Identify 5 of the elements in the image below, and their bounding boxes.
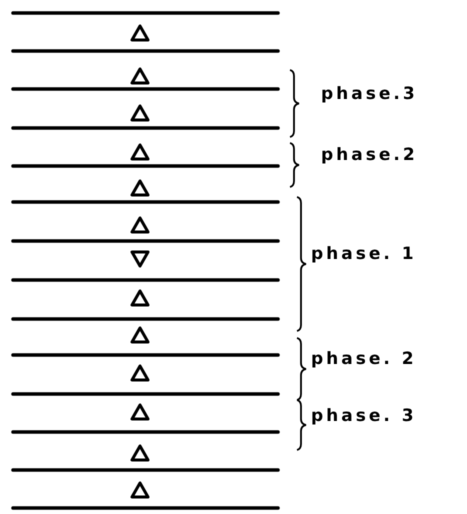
phase-label: phase. 2 xyxy=(311,349,417,369)
phase-label: phase.2 xyxy=(321,145,418,165)
phase-label: phase. 3 xyxy=(311,406,417,426)
phase-label: phase.3 xyxy=(321,84,418,104)
phase-label: phase. 1 xyxy=(311,244,417,264)
